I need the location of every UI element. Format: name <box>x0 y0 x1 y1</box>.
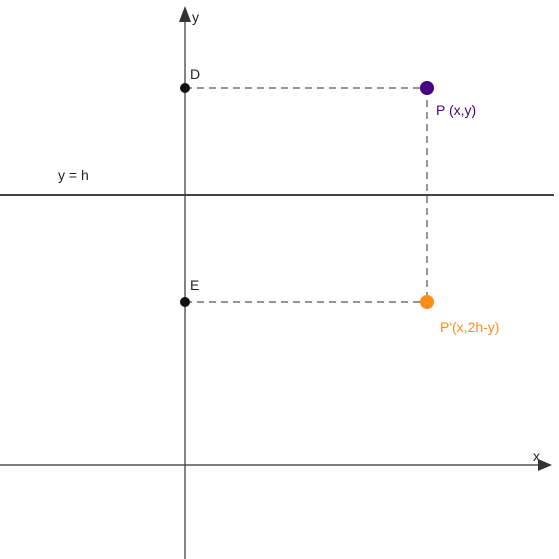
point-D <box>180 83 190 93</box>
line-y-equals-h-label: y = h <box>58 167 89 183</box>
point-E-label: E <box>190 277 199 293</box>
y-axis-arrow-icon <box>179 6 191 22</box>
x-axis-label: x <box>533 448 540 464</box>
x-axis-arrow-icon <box>538 459 552 471</box>
point-P <box>420 81 434 95</box>
point-P-reflected <box>420 295 434 309</box>
y-axis-label: y <box>192 9 199 25</box>
point-E <box>180 297 190 307</box>
point-P-label: P (x,y) <box>436 102 476 118</box>
point-D-label: D <box>190 66 200 82</box>
point-P-reflected-label: P'(x,2h-y) <box>440 319 499 335</box>
